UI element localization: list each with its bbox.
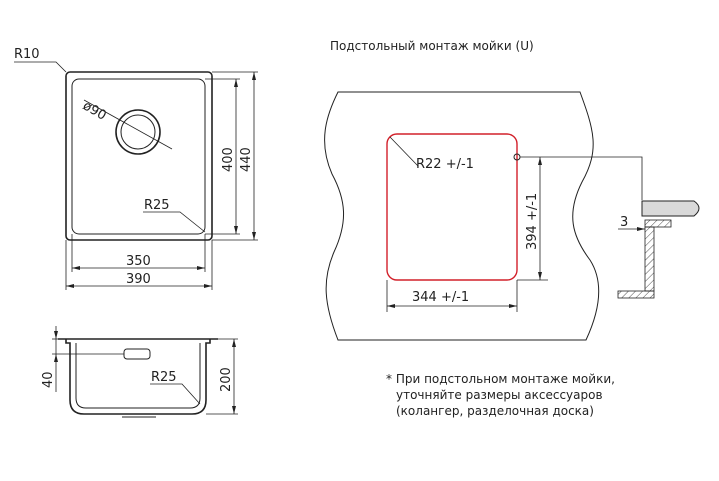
drain-inner [120, 114, 156, 150]
gap-label: 3 [620, 215, 628, 230]
inner-radius-label: R25 [144, 198, 170, 213]
outer-outline [65, 71, 213, 241]
countertop-cutout: R22 +/-1 344 +/-1 394 +/-1 [324, 91, 643, 341]
note-line-1: * При подстольном монтаже мойки, [386, 372, 615, 386]
sink-side-view: 40 R25 200 [41, 326, 238, 418]
overflow-height-label: 40 [41, 371, 56, 388]
cutout-outline [386, 133, 518, 281]
outer-width-label: 390 [126, 272, 151, 287]
installation-note: * При подстольном монтаже мойки, уточняй… [386, 372, 615, 418]
note-line-3: (колангер, разделочная доска) [396, 404, 594, 418]
countertop-outline [324, 91, 600, 341]
drain-diameter-label: ø90 [80, 98, 109, 123]
inner-width-label: 350 [126, 254, 151, 269]
depth-label: 200 [219, 367, 234, 392]
cutout-width-label: 344 +/-1 [412, 290, 469, 305]
cutout-height-label: 394 +/-1 [525, 193, 540, 250]
inner-outline [71, 78, 206, 235]
note-line-2: уточняйте размеры аксессуаров [396, 388, 603, 402]
outer-height-label: 440 [239, 147, 254, 172]
drawing-title: Подстольный монтаж мойки (U) [330, 39, 534, 53]
countertop-section [641, 200, 700, 217]
overflow-slot [123, 348, 151, 360]
sink-top-view: ø90 R10 R25 350 390 400 440 [14, 47, 258, 290]
bottom-radius-label: R25 [151, 370, 177, 385]
corner-radius-label: R10 [14, 47, 40, 62]
inner-height-label: 400 [221, 147, 236, 172]
mounting-profile-detail: 3 [617, 200, 700, 299]
cutout-radius-label: R22 +/-1 [416, 157, 474, 172]
drain-outer [115, 109, 161, 155]
